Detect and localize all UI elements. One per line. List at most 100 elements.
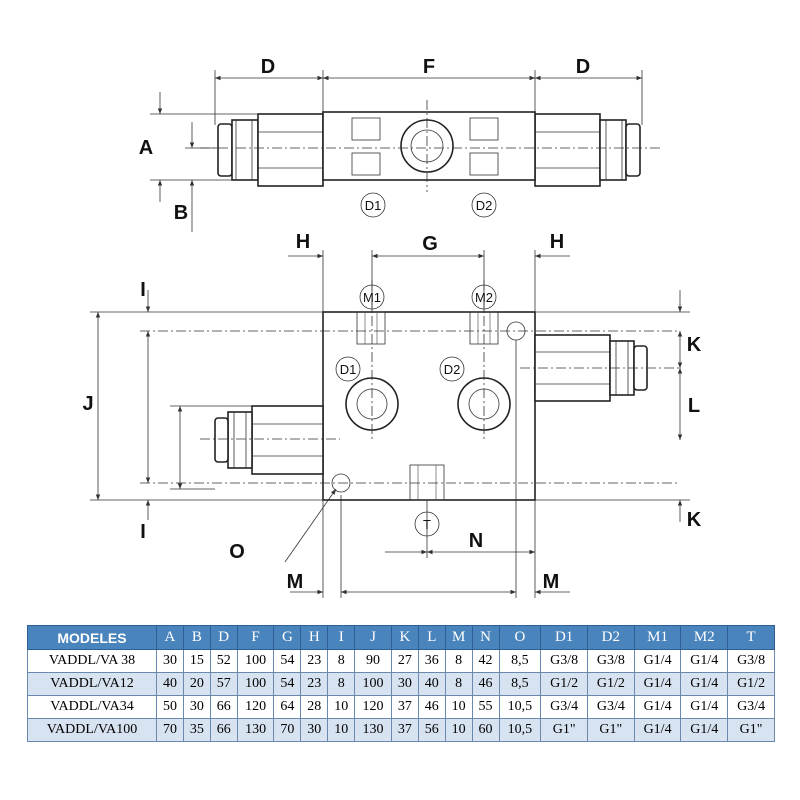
table-cell: 54 xyxy=(273,649,302,673)
header-cell: M2 xyxy=(680,625,729,650)
front-dim-l: L xyxy=(688,395,700,417)
table-cell: G1" xyxy=(727,718,775,742)
table-cell: G1/4 xyxy=(633,672,682,696)
header-cell: D xyxy=(209,625,238,650)
table-cell: 54 xyxy=(273,672,302,696)
table-cell: 100 xyxy=(236,649,275,673)
table-cell: 27 xyxy=(390,649,419,673)
front-dim-o: O xyxy=(229,541,245,563)
header-cell: J xyxy=(354,625,392,650)
technical-drawing: D F D A B D1 D2 xyxy=(82,56,702,598)
table-cell: 37 xyxy=(390,718,419,742)
top-dim-b: B xyxy=(174,202,188,224)
table-cell: G3/4 xyxy=(727,695,775,719)
table-cell: 100 xyxy=(354,672,392,696)
table-cell: 28 xyxy=(300,695,329,719)
table-cell: 60 xyxy=(471,718,500,742)
front-dim-i-bottom: I xyxy=(140,521,146,543)
header-cell: M1 xyxy=(633,625,682,650)
table-cell: 90 xyxy=(354,649,392,673)
header-cell: F xyxy=(236,625,275,650)
header-cell: O xyxy=(498,625,542,650)
table-cell: 10,5 xyxy=(498,718,542,742)
header-cell: D2 xyxy=(586,625,635,650)
header-cell: B xyxy=(182,625,211,650)
header-cell: N xyxy=(471,625,500,650)
table-cell: 56 xyxy=(417,718,446,742)
table-cell: G3/8 xyxy=(586,649,635,673)
table-cell: 120 xyxy=(354,695,392,719)
table-cell: 8 xyxy=(327,649,356,673)
table-cell: G1/4 xyxy=(633,695,682,719)
front-dim-j: J xyxy=(82,393,93,415)
table-cell: 8 xyxy=(444,672,473,696)
table-cell: G1/4 xyxy=(680,718,729,742)
table-cell: 23 xyxy=(300,672,329,696)
top-view: D F D A B D1 D2 xyxy=(139,56,660,232)
top-dim-a: A xyxy=(139,137,153,159)
front-dim-g: G xyxy=(422,233,438,255)
front-dim-n: N xyxy=(469,530,483,552)
table-cell: G3/8 xyxy=(540,649,588,673)
table-cell: 120 xyxy=(236,695,275,719)
table-cell: G3/4 xyxy=(586,695,635,719)
model-name-cell: VADDL/VA34 xyxy=(27,695,157,719)
table-cell: G3/8 xyxy=(727,649,775,673)
header-cell: K xyxy=(390,625,419,650)
header-modeles: MODELES xyxy=(27,625,157,650)
table-cell: 52 xyxy=(209,649,238,673)
header-cell: T xyxy=(727,625,775,650)
top-port-d2: D2 xyxy=(476,198,493,213)
table-cell: 10 xyxy=(327,718,356,742)
top-port-d1: D1 xyxy=(365,198,382,213)
header-cell: M xyxy=(444,625,473,650)
table-cell: 23 xyxy=(300,649,329,673)
table-cell: G1/4 xyxy=(680,672,729,696)
table-cell: G1/4 xyxy=(633,718,682,742)
table-cell: 46 xyxy=(417,695,446,719)
front-port-d1: D1 xyxy=(340,362,357,377)
dimensions-table: MODELES A B D F G H I J K L M N O D1 D2 … xyxy=(27,625,775,742)
table-cell: 8,5 xyxy=(498,649,542,673)
table-cell: 10 xyxy=(444,695,473,719)
table-cell: 30 xyxy=(182,695,211,719)
model-name-cell: VADDL/VA100 xyxy=(27,718,157,742)
table-cell: 30 xyxy=(390,672,419,696)
header-cell: I xyxy=(327,625,356,650)
table-cell: 30 xyxy=(156,649,184,673)
table-cell: 15 xyxy=(182,649,211,673)
table-cell: 46 xyxy=(471,672,500,696)
table-cell: 70 xyxy=(156,718,184,742)
table-cell: G1/4 xyxy=(680,695,729,719)
table-cell: 36 xyxy=(417,649,446,673)
front-dim-h-right: H xyxy=(550,231,564,253)
table-cell: G1/4 xyxy=(680,649,729,673)
dimensions-table-wrapper: MODELES A B D F G H I J K L M N O D1 D2 … xyxy=(27,625,775,742)
table-cell: G1/2 xyxy=(540,672,588,696)
table-cell: 100 xyxy=(236,672,275,696)
table-cell: 8 xyxy=(444,649,473,673)
table-cell: 10 xyxy=(444,718,473,742)
front-dim-k-top: K xyxy=(687,334,702,356)
front-port-m2: M2 xyxy=(475,290,493,305)
table-cell: 55 xyxy=(471,695,500,719)
table-cell: 130 xyxy=(354,718,392,742)
front-port-d2: D2 xyxy=(444,362,461,377)
header-cell: D1 xyxy=(540,625,588,650)
front-dim-k-bottom: K xyxy=(687,509,702,531)
model-name-cell: VADDL/VA12 xyxy=(27,672,157,696)
table-cell: G1/2 xyxy=(586,672,635,696)
front-port-m1: M1 xyxy=(363,290,381,305)
table-cell: 42 xyxy=(471,649,500,673)
table-cell: 57 xyxy=(209,672,238,696)
table-cell: 50 xyxy=(156,695,184,719)
table-cell: 10,5 xyxy=(498,695,542,719)
top-dim-d-right: D xyxy=(576,56,590,78)
table-header-row: MODELES A B D F G H I J K L M N O D1 D2 … xyxy=(27,625,775,650)
table-cell: 37 xyxy=(390,695,419,719)
